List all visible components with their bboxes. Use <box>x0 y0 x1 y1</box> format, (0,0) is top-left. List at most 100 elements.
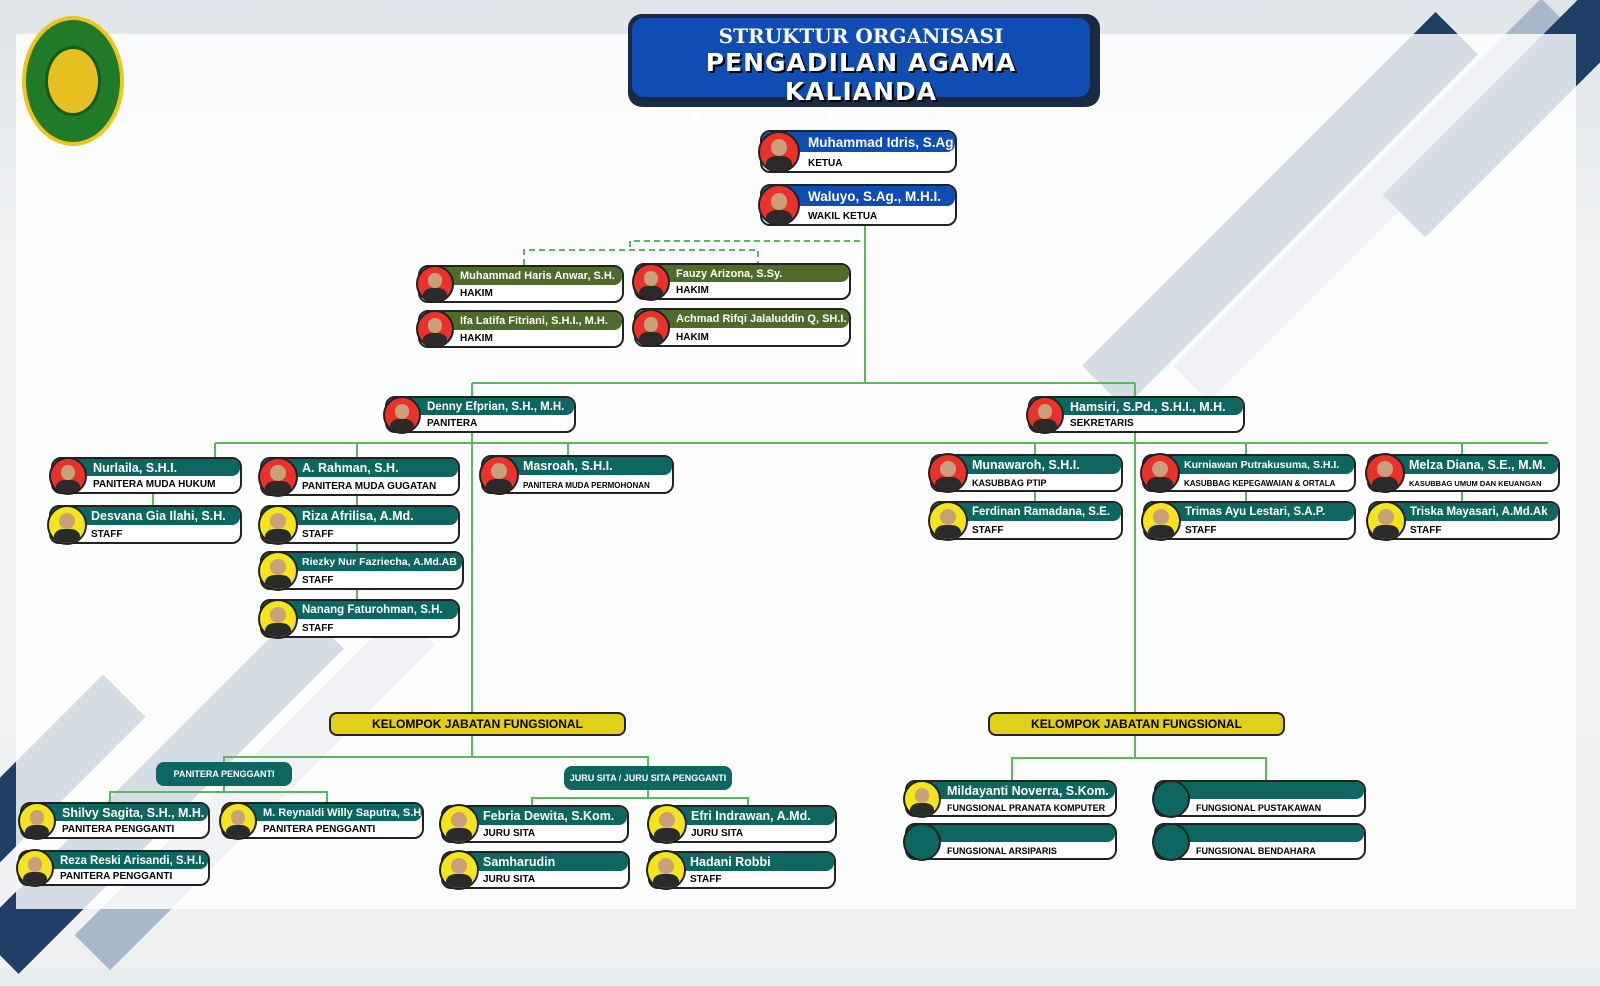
person-card[interactable]: Febria Dewita, S.Kom.JURU SITA <box>439 804 629 844</box>
person-card[interactable]: Kurniawan Putrakusuma, S.H.I. KASUBBAG KE… <box>1140 453 1356 493</box>
person-name <box>1156 825 1364 843</box>
avatar <box>258 598 298 639</box>
avatar <box>439 804 479 844</box>
person-card-sekretaris[interactable]: Hamsiri, S.Pd., S.H.I., M.H. SEKRETARIS <box>1026 395 1245 434</box>
person-card[interactable]: Reza Reski Arisandi, S.H.I.PANITERA PENG… <box>16 849 210 887</box>
person-role: JURU SITA <box>483 874 536 885</box>
group-label-kjf-left: KELOMPOK JABATAN FUNGSIONAL <box>329 712 626 736</box>
avatar <box>903 822 941 861</box>
person-name <box>1156 782 1364 800</box>
person-card[interactable]: A. Rahman, S.H.PANITERA MUDA GUGATAN <box>258 456 460 497</box>
person-card[interactable]: Masroah, S.H.I.PANITERA MUDA PERMOHONAN <box>479 454 674 495</box>
person-card[interactable]: Ferdinan Ramadana, S.E.STAFF <box>928 500 1123 541</box>
vacant-card[interactable]: FUNGSIONAL BENDAHARA <box>1152 822 1366 861</box>
person-role: HAKIM <box>460 288 493 299</box>
person-name: Hamsiri, S.Pd., S.H.I., M.H. <box>1030 398 1243 416</box>
avatar <box>258 456 298 497</box>
person-card[interactable]: Nurlaila, S.H.I. PANITERA MUDA HUKUM <box>49 456 242 495</box>
person-name: Melza Diana, S.E., M.M. <box>1369 456 1558 474</box>
person-card[interactable]: Riza Afrilisa, A.Md.STAFF <box>258 504 460 545</box>
group-label-kjf-right: KELOMPOK JABATAN FUNGSIONAL <box>988 712 1285 736</box>
person-role: FUNGSIONAL ARSIPARIS <box>947 846 1057 856</box>
person-role: PANITERA MUDA HUKUM <box>93 479 216 490</box>
vacant-card[interactable]: FUNGSIONAL PUSTAKAWAN <box>1152 779 1366 818</box>
person-card[interactable]: Munawaroh, S.H.I.KASUBBAG PTIP <box>928 453 1123 493</box>
person-name: Muhammad Idris, S.Ag. <box>762 132 955 153</box>
person-card[interactable]: Desvana Gia Ilahi, S.H. STAFF <box>47 504 242 545</box>
person-role: KASUBBAG UMUM DAN KEUANGAN <box>1409 479 1542 488</box>
person-card-panitera[interactable]: Denny Efprian, S.H., M.H.PANITERA <box>383 395 576 434</box>
avatar <box>1366 500 1406 541</box>
person-card-hakim[interactable]: Ifa Latifa Fitriani, S.H.I., M.H.HAKIM <box>416 310 624 348</box>
person-card-hakim[interactable]: Muhammad Haris Anwar, S.H.HAKIM <box>416 265 624 303</box>
person-name: Kurniawan Putrakusuma, S.H.I. <box>1144 456 1354 474</box>
person-card-wakil-ketua[interactable]: Waluyo, S.Ag., M.H.I.WAKIL KETUA <box>758 184 957 226</box>
person-role: PANITERA PENGGANTI <box>62 824 175 835</box>
person-role: STAFF <box>690 874 722 885</box>
person-role: KASUBBAG KEPEGAWAIAN & ORTALA <box>1184 479 1336 488</box>
avatar <box>479 454 519 495</box>
title-line3: BERDASARKAN PERMA NOMOR 7 TAHUN 2015 <box>692 108 1030 122</box>
avatar <box>383 395 421 434</box>
person-role: PANITERA <box>427 418 478 429</box>
avatar <box>47 504 87 545</box>
title-line1: STRUKTUR ORGANISASI <box>718 24 1004 48</box>
person-card-hakim[interactable]: Fauzy Arizona, S.Sy.HAKIM <box>632 262 851 301</box>
person-name: Samharudin <box>443 853 628 871</box>
vacant-card[interactable]: FUNGSIONAL ARSIPARIS <box>903 822 1117 861</box>
person-card[interactable]: Nanang Faturohman, S.H.STAFF <box>258 598 460 639</box>
title-banner: STRUKTUR ORGANISASI PENGADILAN AGAMA KAL… <box>628 14 1100 122</box>
person-role: FUNGSIONAL PRANATA KOMPUTER <box>947 803 1106 813</box>
person-name: Waluyo, S.Ag., M.H.I. <box>762 186 955 206</box>
staff-lines <box>152 492 1463 599</box>
person-card[interactable]: Melza Diana, S.E., M.M. KASUBBAG UMUM DAN… <box>1365 453 1560 493</box>
person-name: Masroah, S.H.I. <box>483 457 672 476</box>
person-name: Munawaroh, S.H.I. <box>932 456 1121 474</box>
avatar <box>632 308 670 347</box>
avatar <box>928 453 968 493</box>
avatar <box>439 850 479 890</box>
person-card[interactable]: Trimas Ayu Lestari, S.A.P.STAFF <box>1141 500 1356 541</box>
person-name: Desvana Gia Ilahi, S.H. <box>51 507 240 526</box>
person-card[interactable]: M. Reynaldi Willy Saputra, S.H.PANITERA … <box>219 801 424 840</box>
person-card[interactable]: Efri Indrawan, A.Md.JURU SITA <box>647 804 837 844</box>
person-name: Riza Afrilisa, A.Md. <box>262 507 458 526</box>
person-card[interactable]: Mildayanti Noverra, S.Kom. FUNGSIONAL PRA… <box>903 779 1117 818</box>
person-role: PANITERA MUDA GUGATAN <box>302 481 437 492</box>
person-name: Nurlaila, S.H.I. <box>53 459 240 477</box>
person-name: Ferdinan Ramadana, S.E. <box>932 503 1121 522</box>
avatar <box>49 456 87 495</box>
title-line2: PENGADILAN AGAMA KALIANDA <box>705 48 1017 106</box>
person-role: STAFF <box>91 529 123 540</box>
person-role: JURU SITA <box>691 828 744 839</box>
avatar <box>258 504 298 545</box>
person-role: STAFF <box>1185 525 1217 536</box>
person-name: Hadani Robbi <box>650 853 834 871</box>
avatar <box>258 550 298 591</box>
court-logo <box>22 16 124 146</box>
person-card-ketua[interactable]: Muhammad Idris, S.Ag. KETUA <box>758 130 957 173</box>
group-label-juru-sita: JURU SITA / JURU SITA PENGGANTI <box>564 766 732 790</box>
group-label-panitera-pengganti: PANITERA PENGGANTI <box>156 762 292 786</box>
avatar <box>416 310 454 348</box>
person-card[interactable]: Shilvy Sagita, S.H., M.H.PANITERA PENGGA… <box>18 801 210 840</box>
person-name: Mildayanti Noverra, S.Kom. <box>907 782 1115 800</box>
trunk-line <box>471 226 1136 712</box>
person-role: HAKIM <box>460 333 493 344</box>
avatar <box>1365 453 1405 493</box>
person-card-hakim[interactable]: Achmad Rifqi Jalaluddin Q, SH.I.HAKIM <box>632 308 851 347</box>
avatar <box>416 265 454 303</box>
person-role: STAFF <box>1410 525 1442 536</box>
avatar <box>647 804 687 844</box>
avatar <box>758 130 800 173</box>
person-role: HAKIM <box>676 285 709 296</box>
person-role: KETUA <box>808 158 843 169</box>
person-role: FUNGSIONAL BENDAHARA <box>1196 846 1316 856</box>
person-role: PANITERA PENGGANTI <box>263 824 376 835</box>
person-role: SEKRETARIS <box>1070 418 1134 429</box>
